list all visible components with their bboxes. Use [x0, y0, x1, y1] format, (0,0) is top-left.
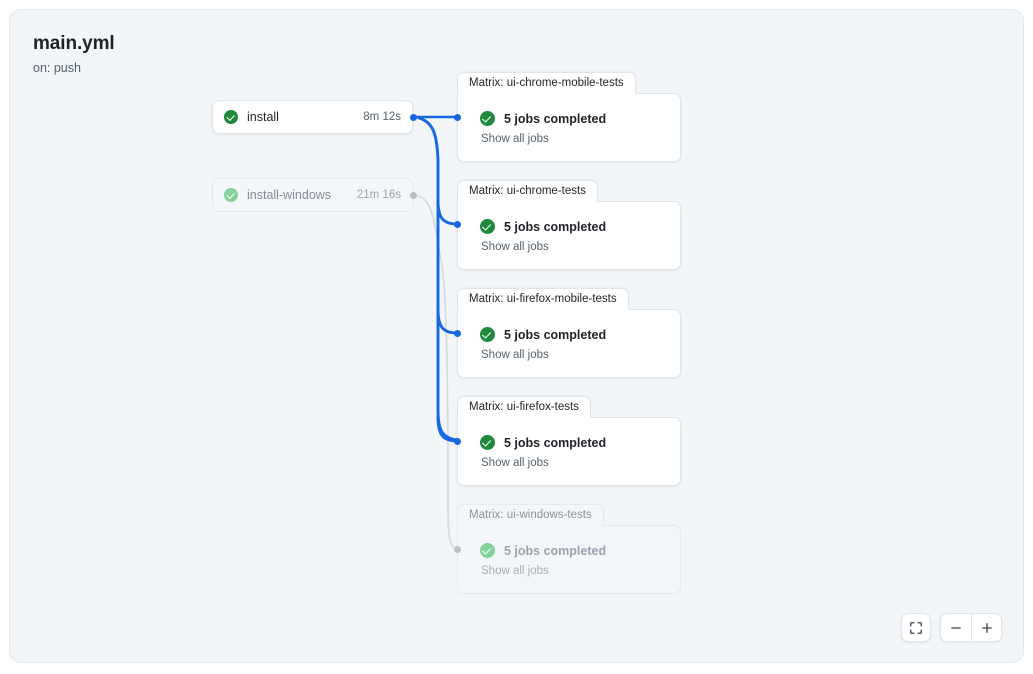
matrix-body[interactable]: 5 jobs completed Show all jobs: [457, 93, 681, 162]
job-duration: 8m 12s: [363, 111, 401, 123]
port-install-windows-output[interactable]: [410, 191, 417, 199]
port-ui-firefox-mobile-tests-input[interactable]: [454, 329, 461, 337]
matrix-tab-label: Matrix: ui-chrome-mobile-tests: [457, 72, 636, 94]
check-circle-icon: [480, 543, 495, 558]
workflow-canvas[interactable]: main.yml on: push install 8m 12s install…: [9, 9, 1024, 663]
show-all-jobs-link[interactable]: Show all jobs: [481, 457, 549, 469]
matrix-status-text: 5 jobs completed: [504, 219, 607, 234]
workflow-trigger: on: push: [33, 61, 81, 75]
port-ui-chrome-tests-input[interactable]: [454, 220, 461, 228]
show-all-jobs-link[interactable]: Show all jobs: [481, 133, 549, 145]
edge-install-to-ui-firefox-mobile-tests: [436, 307, 459, 335]
matrix-body[interactable]: 5 jobs completed Show all jobs: [457, 417, 681, 486]
matrix-status-text: 5 jobs completed: [504, 435, 607, 450]
check-circle-icon: [480, 327, 495, 342]
plus-icon: [981, 622, 992, 633]
matrix-body[interactable]: 5 jobs completed Show all jobs: [457, 201, 681, 270]
check-circle-icon: [480, 219, 495, 234]
edge-install-to-ui-chrome-tests: [436, 198, 459, 226]
edge-install-windows-to-ui-windows-tests: [412, 194, 458, 550]
edge-layer: [411, 115, 459, 550]
matrix-status-text: 5 jobs completed: [504, 327, 607, 342]
job-duration: 21m 16s: [356, 189, 401, 201]
matrix-status: 5 jobs completed: [480, 435, 664, 450]
zoom-out-button[interactable]: [941, 614, 971, 641]
zoom-in-button[interactable]: [971, 614, 1001, 641]
matrix-status: 5 jobs completed: [480, 111, 664, 126]
check-circle-icon: [224, 188, 238, 202]
matrix-status: 5 jobs completed: [480, 543, 664, 558]
matrix-body[interactable]: 5 jobs completed Show all jobs: [457, 525, 681, 594]
job-label: install: [247, 110, 279, 124]
matrix-node-ui-windows-tests[interactable]: Matrix: ui-windows-tests 5 jobs complete…: [457, 504, 681, 594]
page-title: main.yml: [33, 33, 115, 54]
matrix-body[interactable]: 5 jobs completed Show all jobs: [457, 309, 681, 378]
show-all-jobs-link[interactable]: Show all jobs: [481, 565, 549, 577]
matrix-node-ui-chrome-mobile-tests[interactable]: Matrix: ui-chrome-mobile-tests 5 jobs co…: [457, 72, 681, 162]
zoom-controls: [901, 613, 1002, 642]
show-all-jobs-link[interactable]: Show all jobs: [481, 349, 549, 361]
matrix-node-ui-chrome-tests[interactable]: Matrix: ui-chrome-tests 5 jobs completed…: [457, 180, 681, 270]
matrix-tab-label: Matrix: ui-windows-tests: [457, 504, 604, 526]
minus-icon: [951, 626, 961, 629]
check-circle-icon: [480, 111, 495, 126]
fit-to-screen-button[interactable]: [901, 613, 931, 642]
matrix-tab-label: Matrix: ui-firefox-tests: [457, 396, 591, 418]
matrix-status-text: 5 jobs completed: [504, 543, 607, 558]
matrix-tab-label: Matrix: ui-chrome-tests: [457, 180, 598, 202]
workflow-header: main.yml on: push: [33, 32, 115, 76]
check-circle-icon: [224, 110, 238, 124]
fit-to-screen-icon: [910, 621, 922, 634]
edge-install-trunk: [417, 116, 459, 442]
check-circle-icon: [480, 435, 495, 450]
edge-install-to-ui-firefox-tests: [436, 415, 459, 443]
matrix-node-ui-firefox-mobile-tests[interactable]: Matrix: ui-firefox-mobile-tests 5 jobs c…: [457, 288, 681, 378]
matrix-status: 5 jobs completed: [480, 219, 664, 234]
port-ui-firefox-tests-input[interactable]: [454, 437, 461, 445]
port-ui-chrome-mobile-tests-input[interactable]: [454, 113, 461, 121]
job-node-install-windows[interactable]: install-windows 21m 16s: [212, 178, 413, 212]
port-install-output[interactable]: [410, 113, 417, 121]
matrix-status-text: 5 jobs completed: [504, 111, 607, 126]
show-all-jobs-link[interactable]: Show all jobs: [481, 241, 549, 253]
job-node-install[interactable]: install 8m 12s: [212, 100, 413, 134]
job-label: install-windows: [247, 188, 332, 202]
matrix-status: 5 jobs completed: [480, 327, 664, 342]
zoom-button-group: [940, 613, 1002, 642]
port-ui-windows-tests-input[interactable]: [454, 545, 461, 553]
matrix-tab-label: Matrix: ui-firefox-mobile-tests: [457, 288, 629, 310]
matrix-node-ui-firefox-tests[interactable]: Matrix: ui-firefox-tests 5 jobs complete…: [457, 396, 681, 486]
